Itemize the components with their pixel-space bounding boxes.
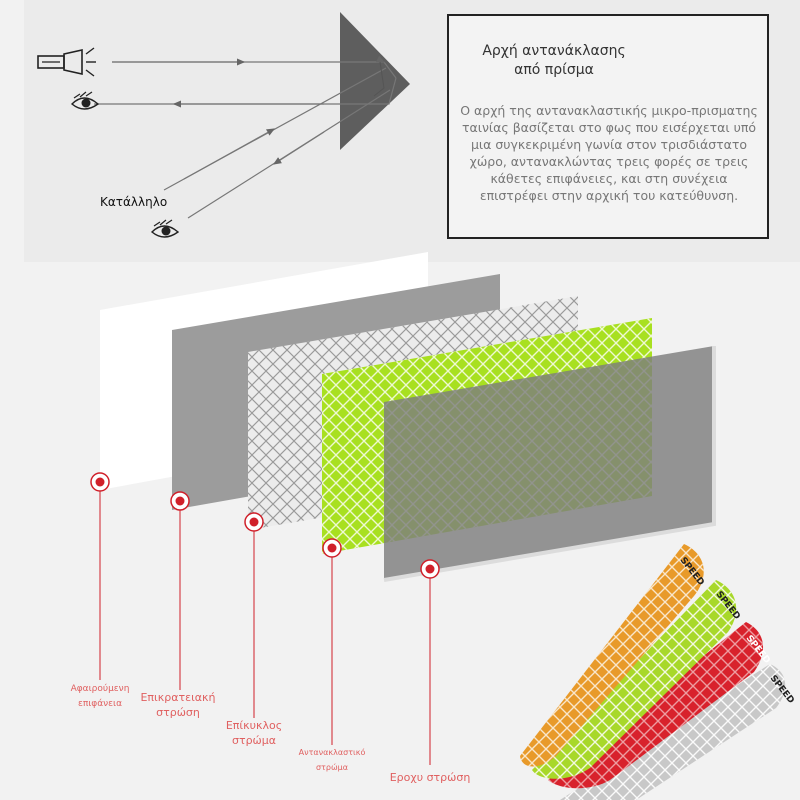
marker-topcoat: [170, 491, 190, 690]
marker-base: [420, 559, 440, 765]
prism: [340, 12, 410, 150]
reflective-strips: SPEED SPEED SPEED SPEED: [520, 544, 796, 800]
label-base: Εροχυ στρώση: [389, 771, 471, 784]
marker-removable-surface: [90, 472, 110, 680]
eye-icon-bottom: [150, 219, 180, 238]
label-topcoat: Επικρατειακή στρώση: [140, 691, 216, 719]
label-circular-pattern: Επίκυκλος στρώμα: [225, 719, 283, 747]
marker-reflective: [322, 538, 342, 745]
info-title: Αρχή αντανάκλασης από πρίσμα: [482, 43, 626, 78]
layer-structure-diagram: SPEED SPEED SPEED SPEED: [90, 252, 796, 800]
info-box: Αρχή αντανάκλασης από πρίσμα Ο αρχή της …: [447, 14, 769, 239]
flashlight-icon: [37, 47, 96, 77]
eye-icon: [70, 91, 100, 110]
suitable-label: Κατάλληλο: [100, 195, 168, 209]
label-removable-surface: Αφαιρούμενη επιφάνεια: [70, 684, 130, 709]
marker-circular-pattern: [244, 512, 264, 718]
label-reflective: Αντανακλαστικό στρώμα: [298, 748, 366, 772]
info-body: Ο αρχή της αντανακλαστικής μικρο-πρισματ…: [460, 103, 758, 203]
layer-base: [384, 346, 714, 580]
prism-reflection-diagram: [37, 12, 410, 238]
